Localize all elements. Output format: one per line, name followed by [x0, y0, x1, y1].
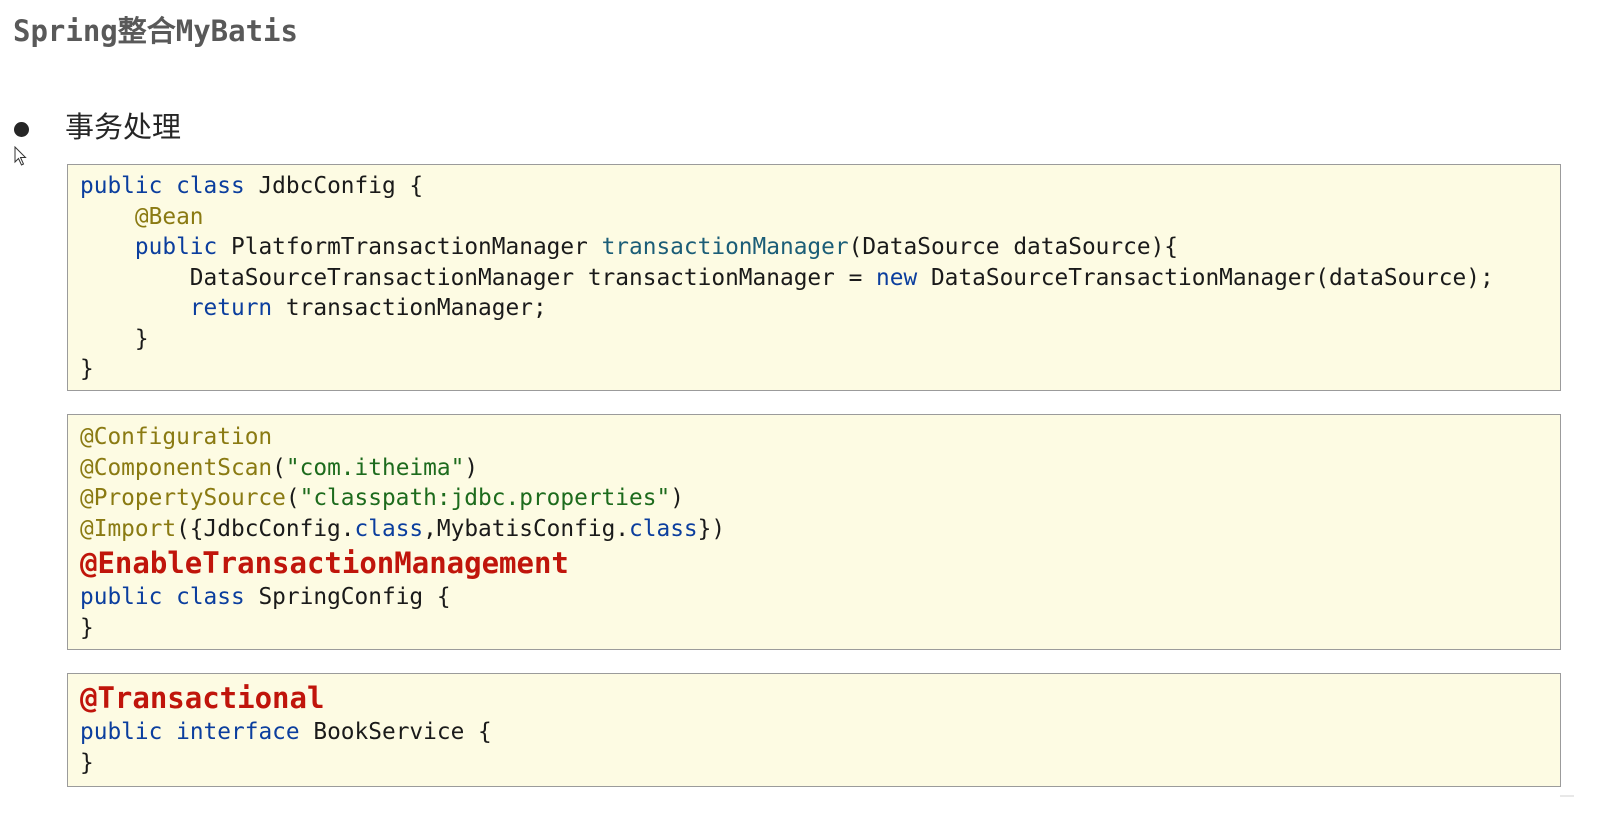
code-token: transactionManager; [272, 295, 547, 321]
code-token: } [80, 614, 94, 641]
code-line: public class SpringConfig { [80, 582, 1560, 613]
code-token: ( [285, 485, 300, 511]
code-token: PlatformTransactionManager [217, 234, 602, 260]
code-token: @Configuration [80, 424, 273, 450]
code-token: @Import [80, 515, 177, 542]
code-token: public [80, 719, 163, 745]
code-token: ( [272, 454, 286, 481]
code-token: class [176, 584, 245, 610]
code-line: @EnableTransactionManagement [80, 544, 1560, 582]
code-block-jdbc-config: public class JdbcConfig { @Bean public P… [67, 164, 1561, 391]
code-token: @Transactional [80, 681, 325, 715]
code-token [80, 234, 135, 260]
code-token: }) [697, 515, 726, 542]
bullet-label: 事务处理 [65, 110, 182, 144]
code-line: public PlatformTransactionManager transa… [80, 232, 1560, 263]
code-token: @PropertySource [80, 485, 286, 511]
code-line: } [80, 748, 1560, 779]
code-token: ) [670, 485, 684, 511]
code-token: } [80, 749, 94, 776]
code-token [80, 204, 135, 230]
code-token: JdbcConfig { [244, 173, 424, 199]
code-token: SpringConfig { [244, 584, 451, 610]
page-title: Spring整合MyBatis [13, 14, 298, 48]
code-token [162, 173, 176, 199]
code-token: class [629, 515, 698, 542]
code-line: @Transactional [80, 679, 1560, 717]
code-token: @EnableTransactionManagement [80, 546, 569, 580]
code-line: @ComponentScan("com.itheima") [80, 453, 1560, 484]
code-token: @Bean [134, 203, 204, 230]
code-token: @ComponentScan [80, 454, 273, 481]
code-line: @Configuration [80, 422, 1560, 453]
code-line: public class JdbcConfig { [80, 171, 1560, 202]
code-token: interface [176, 719, 300, 745]
code-token: return [189, 295, 273, 321]
code-token: public [80, 173, 163, 199]
code-token: ) [464, 454, 479, 481]
code-line: return transactionManager; [80, 293, 1560, 324]
code-token: new [876, 264, 918, 291]
code-line: @PropertySource("classpath:jdbc.properti… [80, 483, 1560, 514]
code-token: (DataSource dataSource){ [848, 234, 1179, 260]
mouse-pointer-icon [14, 146, 27, 166]
code-token: "classpath:jdbc.properties" [299, 485, 671, 511]
code-token: DataSourceTransactionManager transaction… [80, 264, 877, 291]
code-token: "com.itheima" [285, 454, 465, 481]
corner-mark [1560, 795, 1574, 797]
code-token: DataSourceTransactionManager(dataSource)… [917, 264, 1494, 291]
code-token [162, 584, 176, 610]
code-token: } [80, 356, 94, 382]
code-token: BookService { [299, 719, 492, 745]
code-line: @Import({JdbcConfig.class,MybatisConfig.… [80, 514, 1560, 545]
code-line: } [80, 613, 1560, 644]
code-token: ({JdbcConfig. [176, 515, 355, 542]
bullet-dot-icon [14, 121, 29, 137]
code-token: } [80, 325, 149, 352]
code-line: } [80, 324, 1560, 355]
code-token: class [354, 515, 424, 542]
code-token: public [80, 584, 163, 610]
code-line: public interface BookService { [80, 717, 1560, 748]
code-line: } [80, 354, 1560, 385]
code-token: class [176, 173, 245, 199]
code-line: DataSourceTransactionManager transaction… [80, 263, 1560, 294]
code-token: ,MybatisConfig. [423, 515, 630, 542]
code-line: @Bean [80, 202, 1560, 233]
code-block-spring-config: @Configuration@ComponentScan("com.itheim… [67, 414, 1561, 650]
code-token: transactionManager [601, 234, 849, 260]
code-token: public [134, 234, 218, 260]
code-token [162, 719, 176, 745]
bullet-item: 事务处理 [14, 108, 181, 148]
code-token [80, 295, 190, 321]
